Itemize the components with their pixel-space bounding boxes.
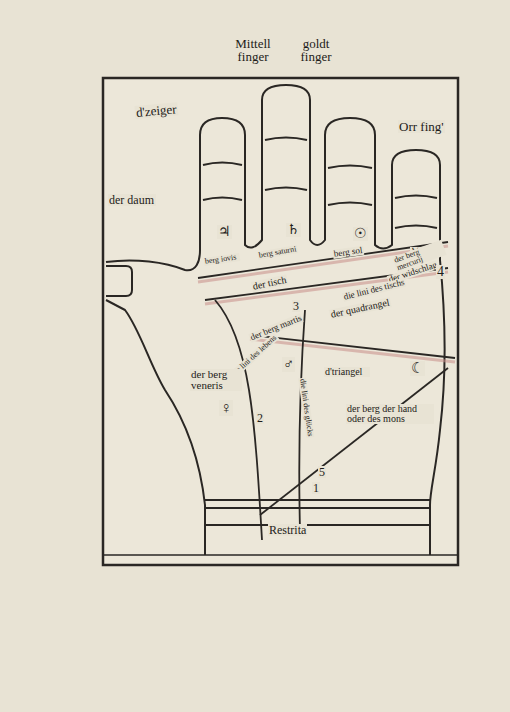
callout-number: 5 bbox=[318, 466, 326, 478]
hand-label: d'triangel bbox=[324, 367, 370, 377]
hand-label: goldt finger bbox=[290, 37, 342, 63]
hand-label: Mittell finger bbox=[226, 37, 280, 63]
callout-number: 2 bbox=[256, 412, 264, 424]
hand-label: ♄ bbox=[286, 223, 301, 237]
hand-label: Restrita bbox=[268, 524, 307, 536]
callout-number: 1 bbox=[312, 482, 320, 494]
hand-label: der berg veneris bbox=[190, 369, 242, 391]
hand-label: der daum bbox=[108, 194, 156, 206]
hand-label: der berg der hand oder des mons bbox=[346, 404, 434, 424]
hand-label: Orr fing' bbox=[398, 120, 445, 133]
hand-label: ☾ bbox=[410, 361, 425, 376]
hand-label: ♀ bbox=[219, 400, 233, 416]
hand-label: d'zeiger bbox=[134, 102, 178, 119]
hand-label: ♃ bbox=[217, 225, 232, 239]
hand-label: ♂ bbox=[282, 357, 295, 372]
hand-label: ☉ bbox=[353, 227, 368, 241]
callout-number: 4 bbox=[436, 265, 445, 279]
callout-number: 3 bbox=[292, 300, 300, 312]
